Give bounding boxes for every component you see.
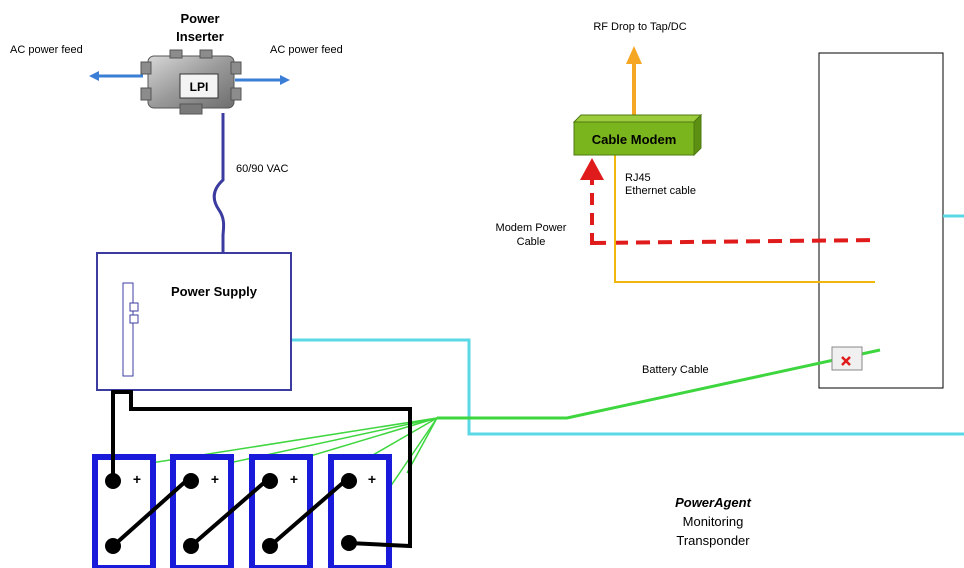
- battery-cable-label: Battery Cable: [642, 364, 709, 376]
- battery-2-plus: +: [211, 471, 219, 487]
- power-supply-label: Power Supply: [171, 284, 258, 299]
- battery-cable: [437, 348, 881, 420]
- inserter-logo: LPI: [190, 80, 209, 94]
- rj45-label: RJ45: [625, 172, 651, 184]
- transponder-enclosure: [818, 52, 944, 389]
- cable-modem-label: Cable Modem: [592, 132, 677, 147]
- vac-label: 60/90 VAC: [236, 163, 288, 175]
- vac-cable: [212, 113, 226, 253]
- power-inserter-title-1: Power: [180, 11, 219, 26]
- ac-feed-left-label: AC power feed: [10, 44, 83, 56]
- battery-3-plus: +: [290, 471, 298, 487]
- power-supply-port-1: [129, 302, 139, 312]
- battery-4-plus: +: [368, 471, 376, 487]
- broken-image-icon: [831, 346, 863, 371]
- battery-2: [170, 454, 234, 568]
- black-cable-negative: [129, 390, 412, 549]
- poweragent-label-2: Monitoring: [683, 514, 744, 529]
- cable-modem: [573, 121, 695, 156]
- battery-3: [249, 454, 313, 568]
- cable-modem-top: [572, 114, 703, 123]
- ac-feed-right-label: AC power feed: [270, 44, 343, 56]
- battery-1-plus: +: [133, 471, 141, 487]
- modem-power-label-2: Cable: [517, 236, 546, 248]
- poweragent-label-3: Transponder: [676, 533, 750, 548]
- power-inserter-title-2: Inserter: [176, 29, 224, 44]
- poweragent-label-1: PowerAgent: [675, 495, 752, 510]
- cyan-cable-supply: [123, 338, 964, 436]
- cable-modem-side: [693, 113, 702, 157]
- battery-terminals: [105, 473, 357, 554]
- power-supply-port-2: [129, 314, 139, 324]
- ethernet-cable: [614, 154, 875, 283]
- modem-power-arrowhead: [580, 158, 604, 180]
- battery-series-links: [111, 479, 347, 548]
- rf-drop-label: RF Drop to Tap/DC: [593, 21, 686, 33]
- battery-4: [328, 454, 392, 568]
- black-cable-positive: [111, 390, 130, 481]
- modem-power-label-1: Modem Power: [496, 222, 567, 234]
- modem-power-cable: [591, 238, 879, 245]
- power-inserter: [140, 49, 242, 115]
- ethernet-label: Ethernet cable: [625, 185, 696, 197]
- power-supply-panel: [122, 282, 134, 377]
- rf-drop-arrowhead: [626, 46, 642, 64]
- battery-1: [92, 454, 156, 568]
